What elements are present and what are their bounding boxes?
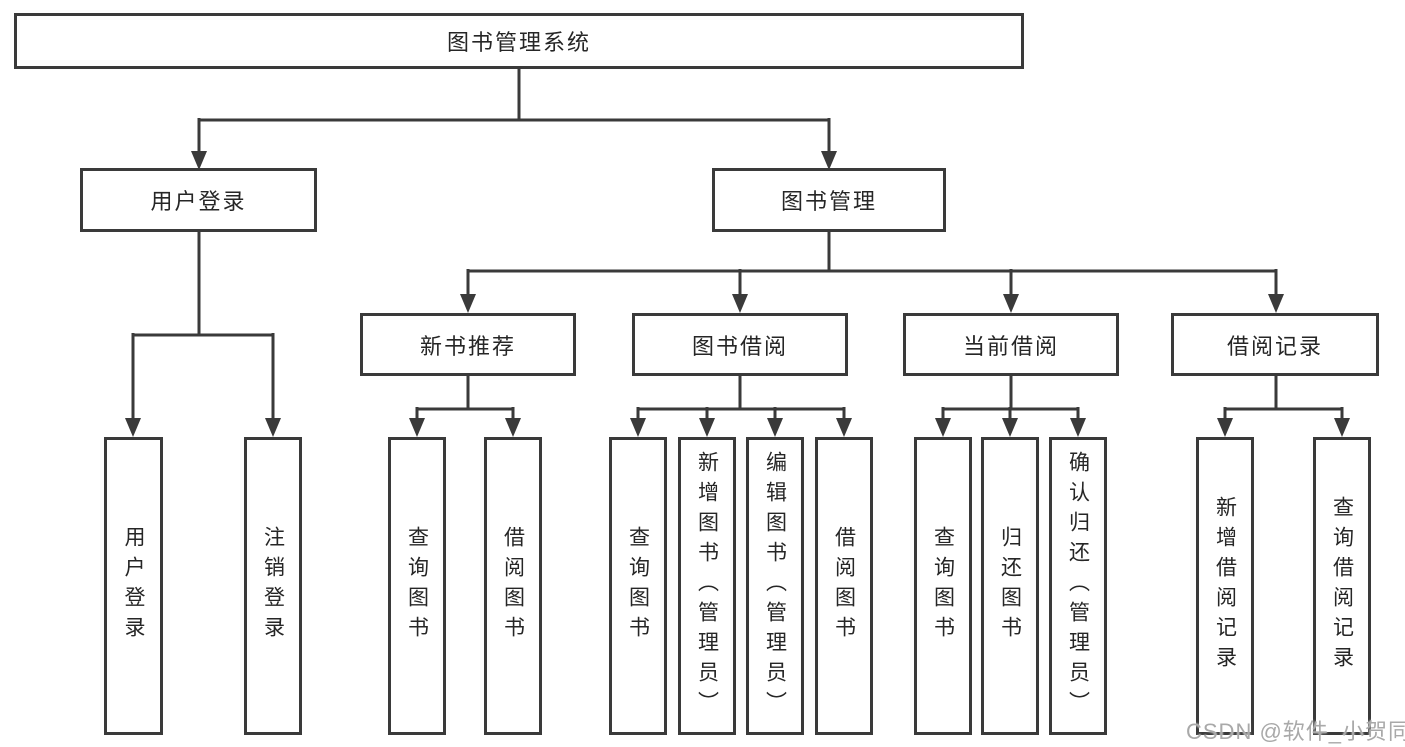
- connector-root-to-level2: [191, 69, 837, 170]
- leaf-query-books-recommend: 查询图书: [388, 437, 446, 735]
- leaf-query-books-borrow-label: 查询图书: [626, 526, 650, 646]
- csdn-watermark: CSDN @软件_小贺同学: [1186, 719, 1405, 744]
- leaf-confirm-return-admin: 确认归还（管理员）: [1049, 437, 1107, 735]
- leaf-logout-label: 注销登录: [261, 526, 285, 646]
- leaf-user-login-label: 用户登录: [122, 526, 145, 646]
- node-user-login: 用户登录: [80, 168, 317, 232]
- connector-new-book-recommend-to-leaves: [409, 376, 521, 437]
- connector-user-login-to-leaves: [125, 232, 281, 437]
- connector-current-borrow-to-leaves: [935, 376, 1086, 437]
- node-book-borrow: 图书借阅: [632, 313, 848, 376]
- leaf-add-borrow-record-label: 新增借阅记录: [1213, 496, 1237, 676]
- leaf-query-borrow-record: 查询借阅记录: [1313, 437, 1371, 735]
- leaf-edit-book-admin: 编辑图书（管理员）: [746, 437, 804, 735]
- leaf-query-borrow-record-label: 查询借阅记录: [1330, 496, 1354, 676]
- leaf-return-books-label: 归还图书: [998, 526, 1022, 646]
- node-book-borrow-label: 图书借阅: [691, 333, 788, 359]
- node-user-login-label: 用户登录: [150, 189, 247, 214]
- leaf-query-books-borrow: 查询图书: [609, 437, 667, 735]
- leaf-query-books-recommend-label: 查询图书: [405, 526, 429, 646]
- leaf-borrow-books: 借阅图书: [815, 437, 873, 735]
- leaf-borrow-books-recommend-label: 借阅图书: [501, 526, 525, 646]
- leaf-borrow-books-recommend: 借阅图书: [484, 437, 542, 735]
- node-new-book-recommend: 新书推荐: [360, 313, 576, 376]
- node-book-management-label: 图书管理: [780, 189, 877, 214]
- leaf-add-book-admin-label: 新增图书（管理员）: [695, 451, 719, 721]
- node-current-borrow: 当前借阅: [903, 313, 1119, 376]
- leaf-logout: 注销登录: [244, 437, 302, 735]
- node-borrow-record-label: 借阅记录: [1226, 333, 1323, 359]
- node-root-system: 图书管理系统: [14, 13, 1024, 69]
- leaf-query-books-current-label: 查询图书: [931, 526, 955, 646]
- node-current-borrow-label: 当前借阅: [962, 333, 1059, 359]
- connector-book-borrow-to-leaves: [630, 376, 852, 437]
- leaf-edit-book-admin-label: 编辑图书（管理员）: [763, 451, 787, 721]
- leaf-query-books-current: 查询图书: [914, 437, 972, 735]
- leaf-borrow-books-label: 借阅图书: [832, 526, 856, 646]
- node-borrow-record: 借阅记录: [1171, 313, 1379, 376]
- connector-borrow-record-to-leaves: [1217, 376, 1350, 437]
- leaf-add-book-admin: 新增图书（管理员）: [678, 437, 736, 735]
- node-book-management: 图书管理: [712, 168, 946, 232]
- node-new-book-recommend-label: 新书推荐: [419, 333, 516, 359]
- node-root-label: 图书管理系统: [446, 30, 591, 55]
- leaf-user-login: 用户登录: [104, 437, 163, 735]
- connector-book-management-to-level3: [460, 232, 1284, 313]
- leaf-return-books: 归还图书: [981, 437, 1039, 735]
- leaf-confirm-return-admin-label: 确认归还（管理员）: [1066, 451, 1090, 721]
- leaf-add-borrow-record: 新增借阅记录: [1196, 437, 1254, 735]
